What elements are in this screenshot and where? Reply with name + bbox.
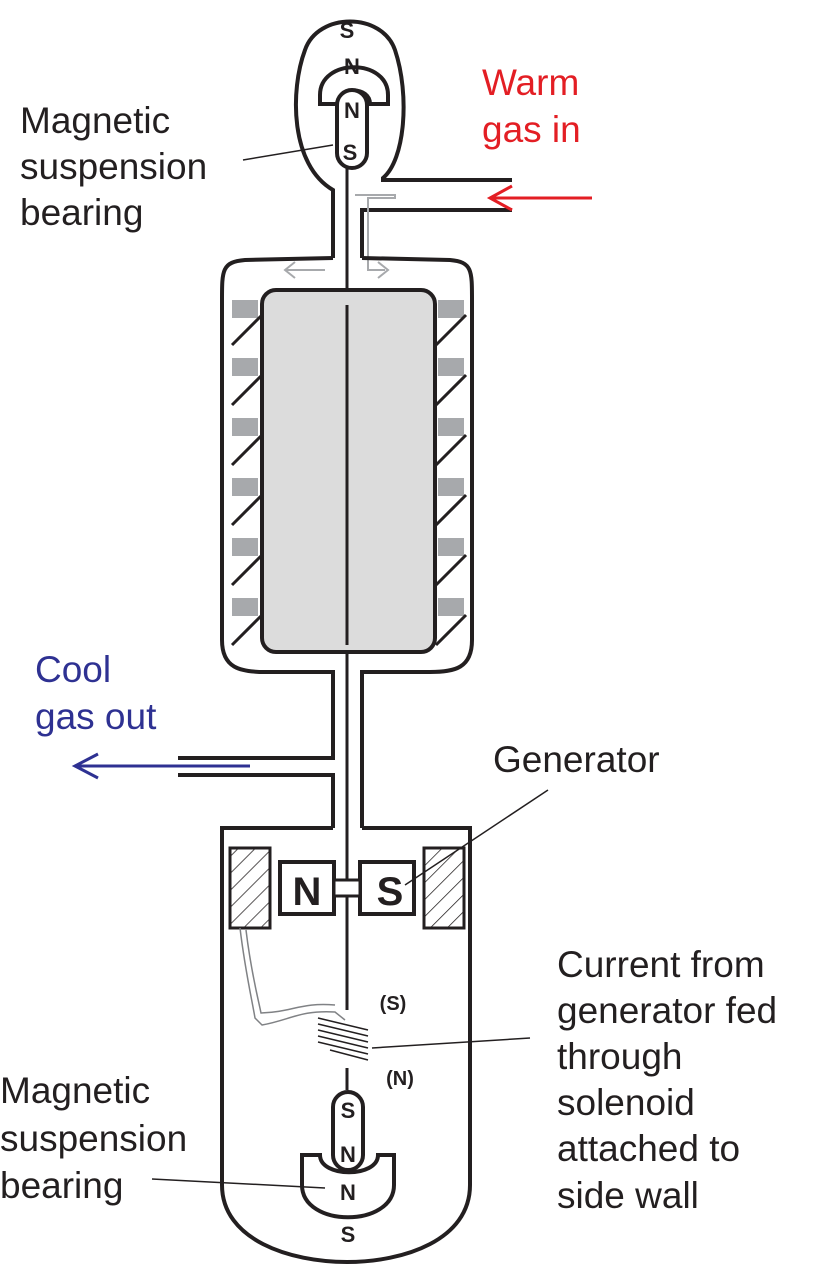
- coil-winding: [434, 433, 468, 467]
- bottom-inner-magnet: S N: [331, 1090, 365, 1172]
- coil-winding: [434, 493, 468, 527]
- coil-winding: [434, 613, 468, 647]
- coil-pad: [232, 598, 258, 616]
- coil-pad: [232, 478, 258, 496]
- generator-magnet: N S: [278, 860, 416, 916]
- coil-winding: [230, 613, 264, 647]
- leader-bottom-bearing: [151, 1178, 326, 1189]
- stator-left: [228, 846, 272, 930]
- coil-pad: [438, 418, 464, 436]
- cool-gas-label: Cool gas out: [35, 649, 157, 737]
- coil-winding: [434, 313, 468, 347]
- bottom-outer-magnet: N S: [300, 1153, 396, 1247]
- warm-gas-label: Warm gas in: [482, 62, 590, 150]
- pole-label: S: [341, 1222, 356, 1247]
- top-bulb: [293, 19, 512, 258]
- coil-right: [434, 300, 468, 647]
- current-label: Current from generator fed through solen…: [557, 944, 787, 1216]
- top-inner-magnet: N S: [335, 88, 369, 170]
- pole-label: S: [377, 870, 404, 914]
- leader-top-bearing: [242, 144, 334, 161]
- pole-label: N: [344, 54, 360, 79]
- coil-pad: [232, 300, 258, 318]
- coil-winding: [434, 553, 468, 587]
- leader-current: [371, 1037, 531, 1049]
- lower-housing: [220, 826, 472, 1265]
- coil-winding: [434, 373, 468, 407]
- coil-left: [230, 300, 264, 647]
- coil-pad: [438, 358, 464, 376]
- coil-pad: [232, 418, 258, 436]
- solenoid-pole-s: (S): [380, 993, 407, 1015]
- pole-label: N: [340, 1180, 356, 1205]
- leader-generator: [404, 789, 549, 886]
- pole-label: N: [340, 1142, 356, 1167]
- coil-winding: [230, 433, 264, 467]
- pole-label: S: [340, 18, 355, 43]
- coil-pad: [438, 598, 464, 616]
- flow-arrows: [283, 194, 396, 279]
- coil-pad: [438, 478, 464, 496]
- solenoid: (S) (N): [317, 993, 414, 1090]
- cool-gas-arrow: [71, 752, 250, 780]
- coil-pad: [438, 300, 464, 318]
- stator-right: [422, 846, 466, 930]
- main-chamber: [178, 256, 474, 828]
- coil-pad: [438, 538, 464, 556]
- coil-winding: [230, 553, 264, 587]
- generator-label: Generator: [493, 739, 660, 780]
- pole-label: N: [293, 870, 322, 914]
- warm-gas-arrow: [486, 184, 592, 212]
- pole-label: S: [343, 140, 358, 165]
- pole-label: N: [344, 98, 360, 123]
- solenoid-wire: [239, 927, 346, 1026]
- coil-pad: [232, 358, 258, 376]
- coil-winding: [230, 493, 264, 527]
- bottom-bearing-label: Magnetic suspension bearing: [0, 1070, 197, 1206]
- pole-label: S: [341, 1098, 356, 1123]
- top-bearing-label: Magnetic suspension bearing: [20, 100, 217, 233]
- coil-winding: [230, 373, 264, 407]
- coil-winding: [230, 313, 264, 347]
- coil-pad: [232, 538, 258, 556]
- solenoid-pole-n: (N): [386, 1068, 414, 1090]
